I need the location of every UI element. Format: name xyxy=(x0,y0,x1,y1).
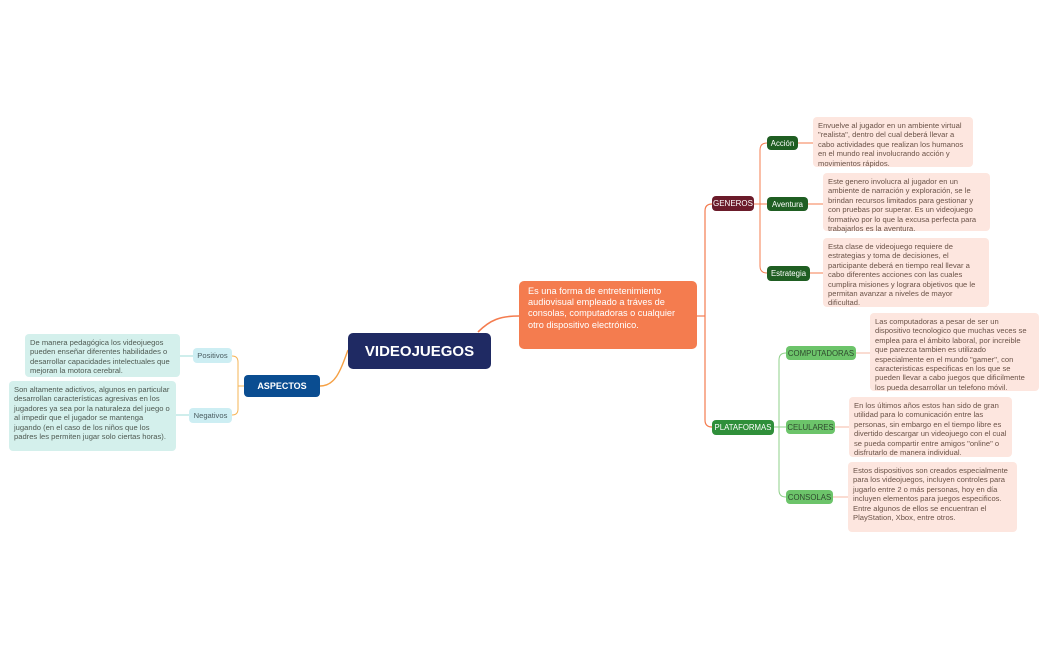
genre-accion[interactable]: Acción xyxy=(767,136,798,150)
definition-node[interactable]: Es una forma de entretenimiento audiovis… xyxy=(519,281,697,349)
genre-estrategia[interactable]: Estrategia xyxy=(767,266,810,281)
genre-accion-note: Envuelve al jugador en un ambiente virtu… xyxy=(813,117,973,168)
genre-estrategia-note: Esta clase de videojuego requiere de est… xyxy=(823,238,989,307)
generos-node[interactable]: GENEROS xyxy=(712,196,754,211)
aspect-positivos-note: De manera pedagógica los videojuegos pue… xyxy=(25,334,180,377)
genre-aventura[interactable]: Aventura xyxy=(767,197,808,211)
platform-consolas[interactable]: CONSOLAS xyxy=(786,490,833,504)
platform-celulares-note: En los últimos años estos han sido de gr… xyxy=(849,397,1012,457)
genre-aventura-note: Este genero involucra al jugador en un a… xyxy=(823,173,990,233)
platform-consolas-note: Estos dispositivos son creados especialm… xyxy=(848,462,1017,532)
platform-computadoras-note: Las computadoras a pesar de ser un dispo… xyxy=(870,313,1039,392)
aspect-negativos-note: Son altamente adictivos, algunos en part… xyxy=(9,381,176,451)
root-node[interactable]: VIDEOJUEGOS xyxy=(348,333,491,369)
platform-celulares[interactable]: CELULARES xyxy=(786,420,835,434)
aspect-positivos[interactable]: Positivos xyxy=(193,348,232,363)
aspectos-node[interactable]: ASPECTOS xyxy=(244,375,320,397)
platform-computadoras[interactable]: COMPUTADORAS xyxy=(786,346,856,360)
aspect-negativos[interactable]: Negativos xyxy=(189,408,232,423)
plataformas-node[interactable]: PLATAFORMAS xyxy=(712,420,774,435)
